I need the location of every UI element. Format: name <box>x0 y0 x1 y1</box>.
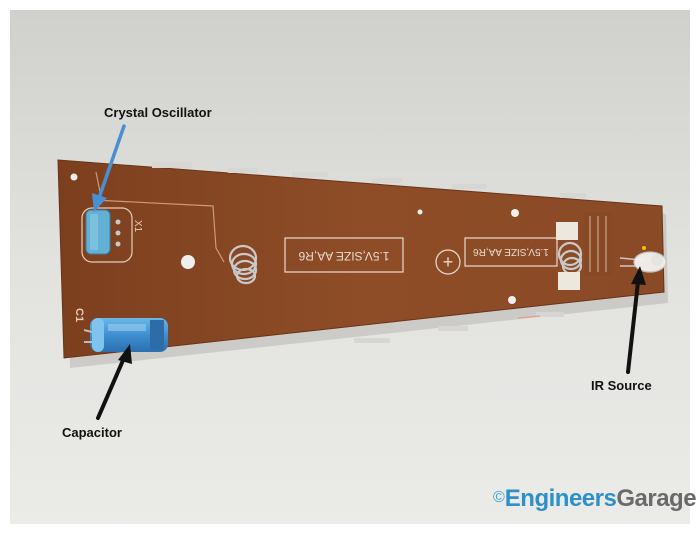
battery-spring-1 <box>228 244 258 285</box>
battery-text-1: 1.5V,SIZE AA,R6 <box>298 249 389 263</box>
crystal-oscillator <box>85 209 121 255</box>
watermark-engineers: Engineers <box>504 485 617 512</box>
pcb-board <box>57 159 665 359</box>
capacitor-label: Capacitor <box>62 425 122 440</box>
arrow-crystal <box>92 124 126 212</box>
ir-led <box>619 246 667 273</box>
c1-label: C1 <box>73 308 85 322</box>
plus-mark: + <box>443 252 454 272</box>
board-notches <box>152 162 586 343</box>
watermark-garage: Garage <box>616 485 697 512</box>
capacitor-component <box>83 318 168 352</box>
ir-source-label: IR Source <box>591 378 652 393</box>
x1-label: X1 <box>132 220 143 233</box>
pcb-traces <box>93 171 541 319</box>
x1-outline <box>81 207 133 263</box>
arrow-ir-source <box>626 266 646 374</box>
battery-text-2: 1.5V,SIZE AA,R6 <box>473 246 549 257</box>
engineersgarage-watermark: ©EngineersGarage <box>493 485 697 513</box>
silkscreen-block <box>556 212 612 290</box>
battery-markings <box>284 237 558 275</box>
crystal-oscillator-label: Crystal Oscillator <box>104 105 212 120</box>
copyright-symbol: © <box>493 489 505 506</box>
arrow-capacitor <box>96 344 132 420</box>
mounting-holes <box>70 173 519 304</box>
